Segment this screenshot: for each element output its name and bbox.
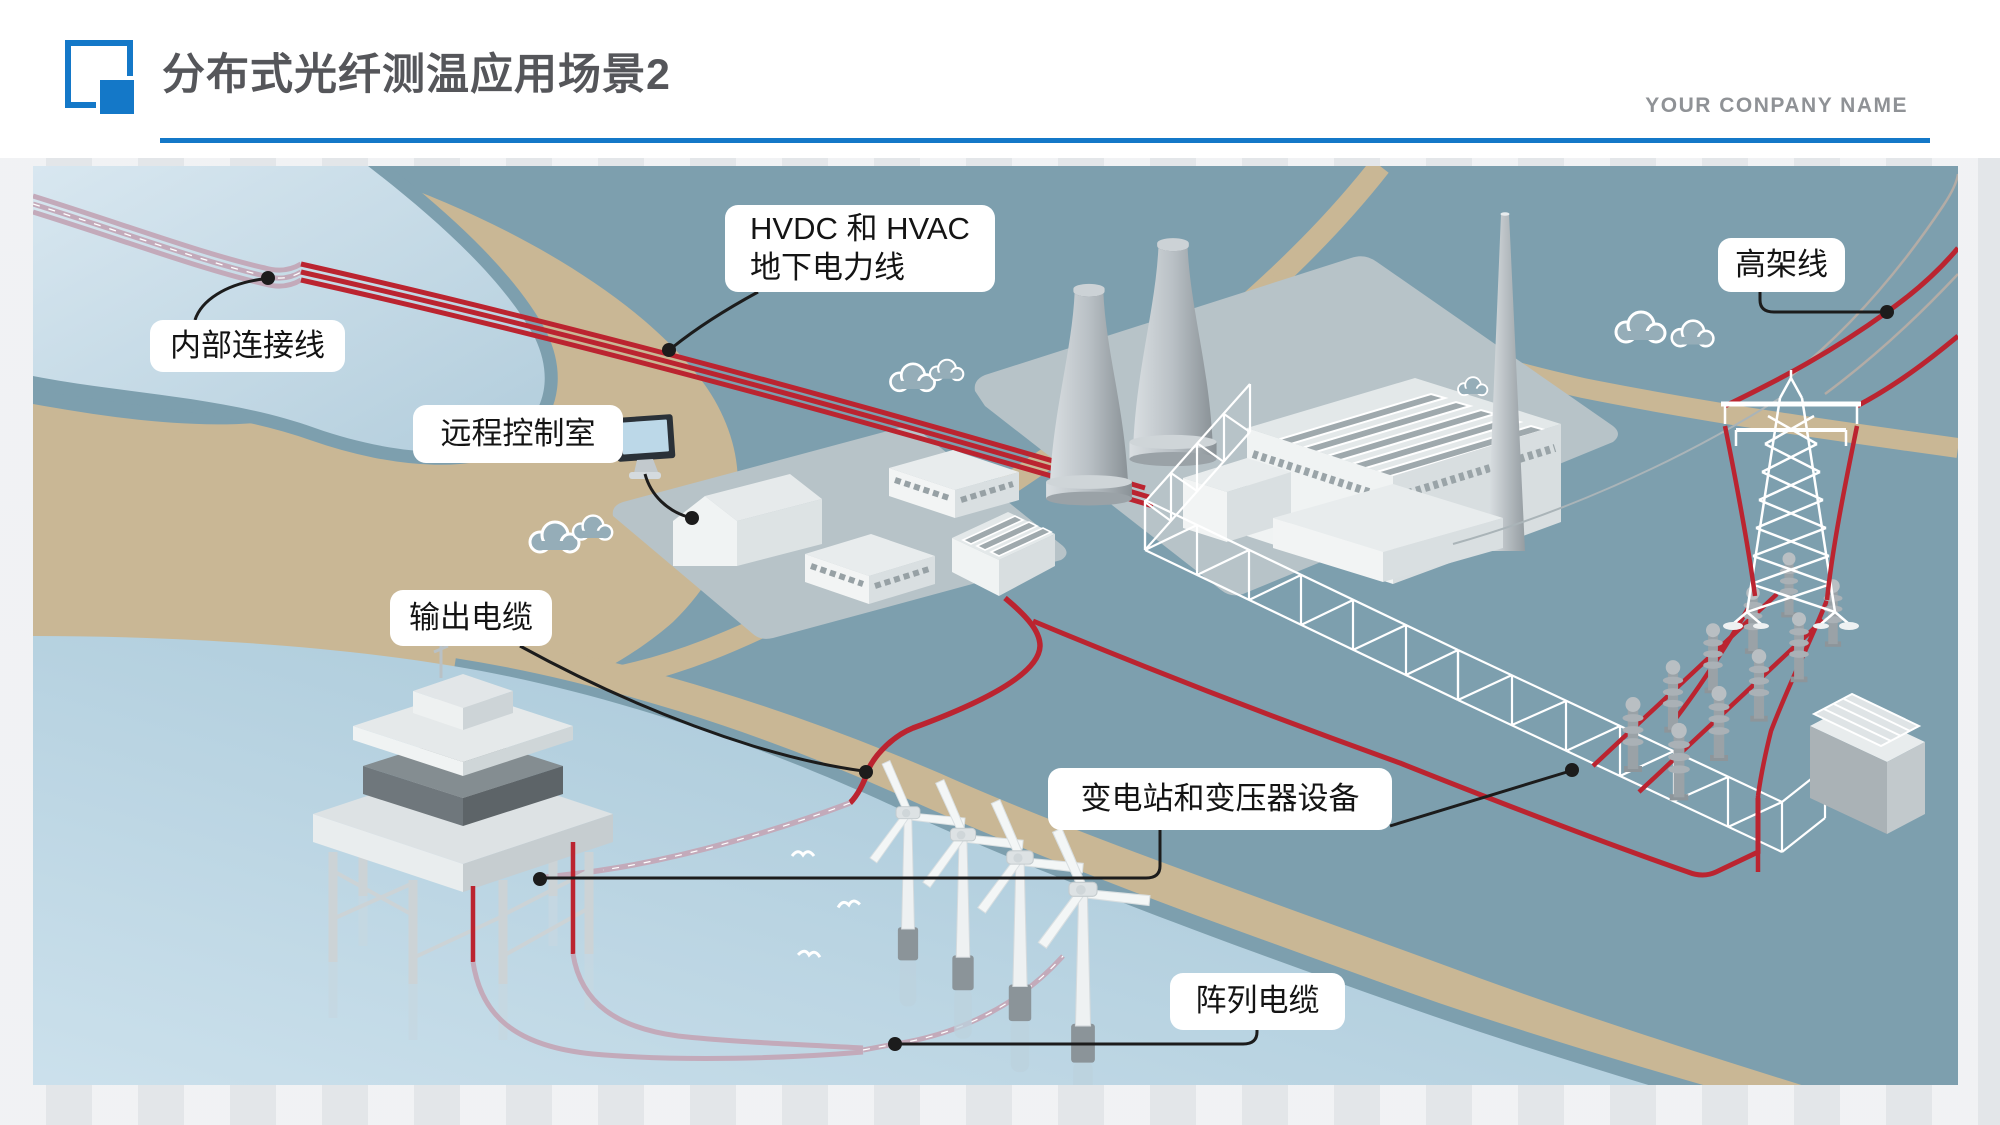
label-export-cable: 输出电缆 [390,590,552,646]
ground-wires-right [1790,173,1958,396]
page-title: 分布式光纤测温应用场景2 [162,51,671,99]
connector-overhead [1758,292,1882,314]
interconnector-cables [33,193,1154,509]
tower-feet [1723,622,1859,630]
subsea-cable-bundle [33,193,303,289]
array-cables [470,953,1065,1061]
offshore-substation-platform [313,634,613,1040]
connector-substation-right [1389,770,1568,828]
connector-export [519,644,864,773]
label-hvdc-line2: 地下电力线 [750,249,906,285]
callout-dots [261,271,1894,1051]
connector-control-room [643,473,689,519]
header-divider [160,138,1930,143]
scene-svg [33,166,1958,1085]
legs-underwater [328,892,594,1040]
label-overhead-line: 高架线 [1718,238,1845,292]
power-plant [1046,212,1561,584]
transformer [1810,692,1925,834]
platform-legs [328,806,594,984]
label-hvdc-line1: HVDC 和 HVAC [750,210,970,246]
office-back [889,450,1019,518]
land-tan-peninsula [33,172,738,776]
leg-braces [334,870,590,960]
monitor-icon [614,414,676,479]
road-1 [610,166,1389,689]
onshore-cables [537,595,1761,881]
chimney [1487,214,1525,551]
substation-yard [1143,383,1925,872]
label-hvdc-underground: HVDC 和 HVAC 地下电力线 [725,205,995,292]
label-interconnector: 内部连接线 [150,320,345,372]
office-front [805,534,935,604]
transmission-tower [1452,173,1958,630]
scene-illustration: HVDC 和 HVAC 地下电力线 高架线 内部连接线 远程控制室 输出电缆 变… [33,166,1958,1085]
callout-connectors [193,277,1882,1046]
header-square-fill-icon [96,76,138,118]
label-remote-control-room: 远程控制室 [413,405,623,463]
label-substation-transformer: 变电站和变压器设备 [1048,768,1392,830]
hvdc-underground-lines [300,261,1154,509]
overhead-conductors [1723,246,1958,409]
label-array-cable: 阵列电缆 [1170,973,1345,1030]
platform-cable-drops [470,842,576,962]
connector-hvdc [672,290,759,349]
converter-hall [952,512,1055,596]
company-name: YOUR CONPANY NAME [1645,94,1908,117]
slide-header: 分布式光纤测温应用场景2 YOUR CONPANY NAME [0,0,2000,158]
tower-drop-conductors [1722,425,1860,601]
terrain [33,166,1958,1085]
connector-interconnector [193,277,264,321]
beach-band [470,635,1802,1085]
connector-substation-left [545,830,1162,880]
plant-to-substation-cable [1032,618,1761,878]
ground-wire-left [1452,397,1781,545]
connector-array [899,1030,1259,1046]
